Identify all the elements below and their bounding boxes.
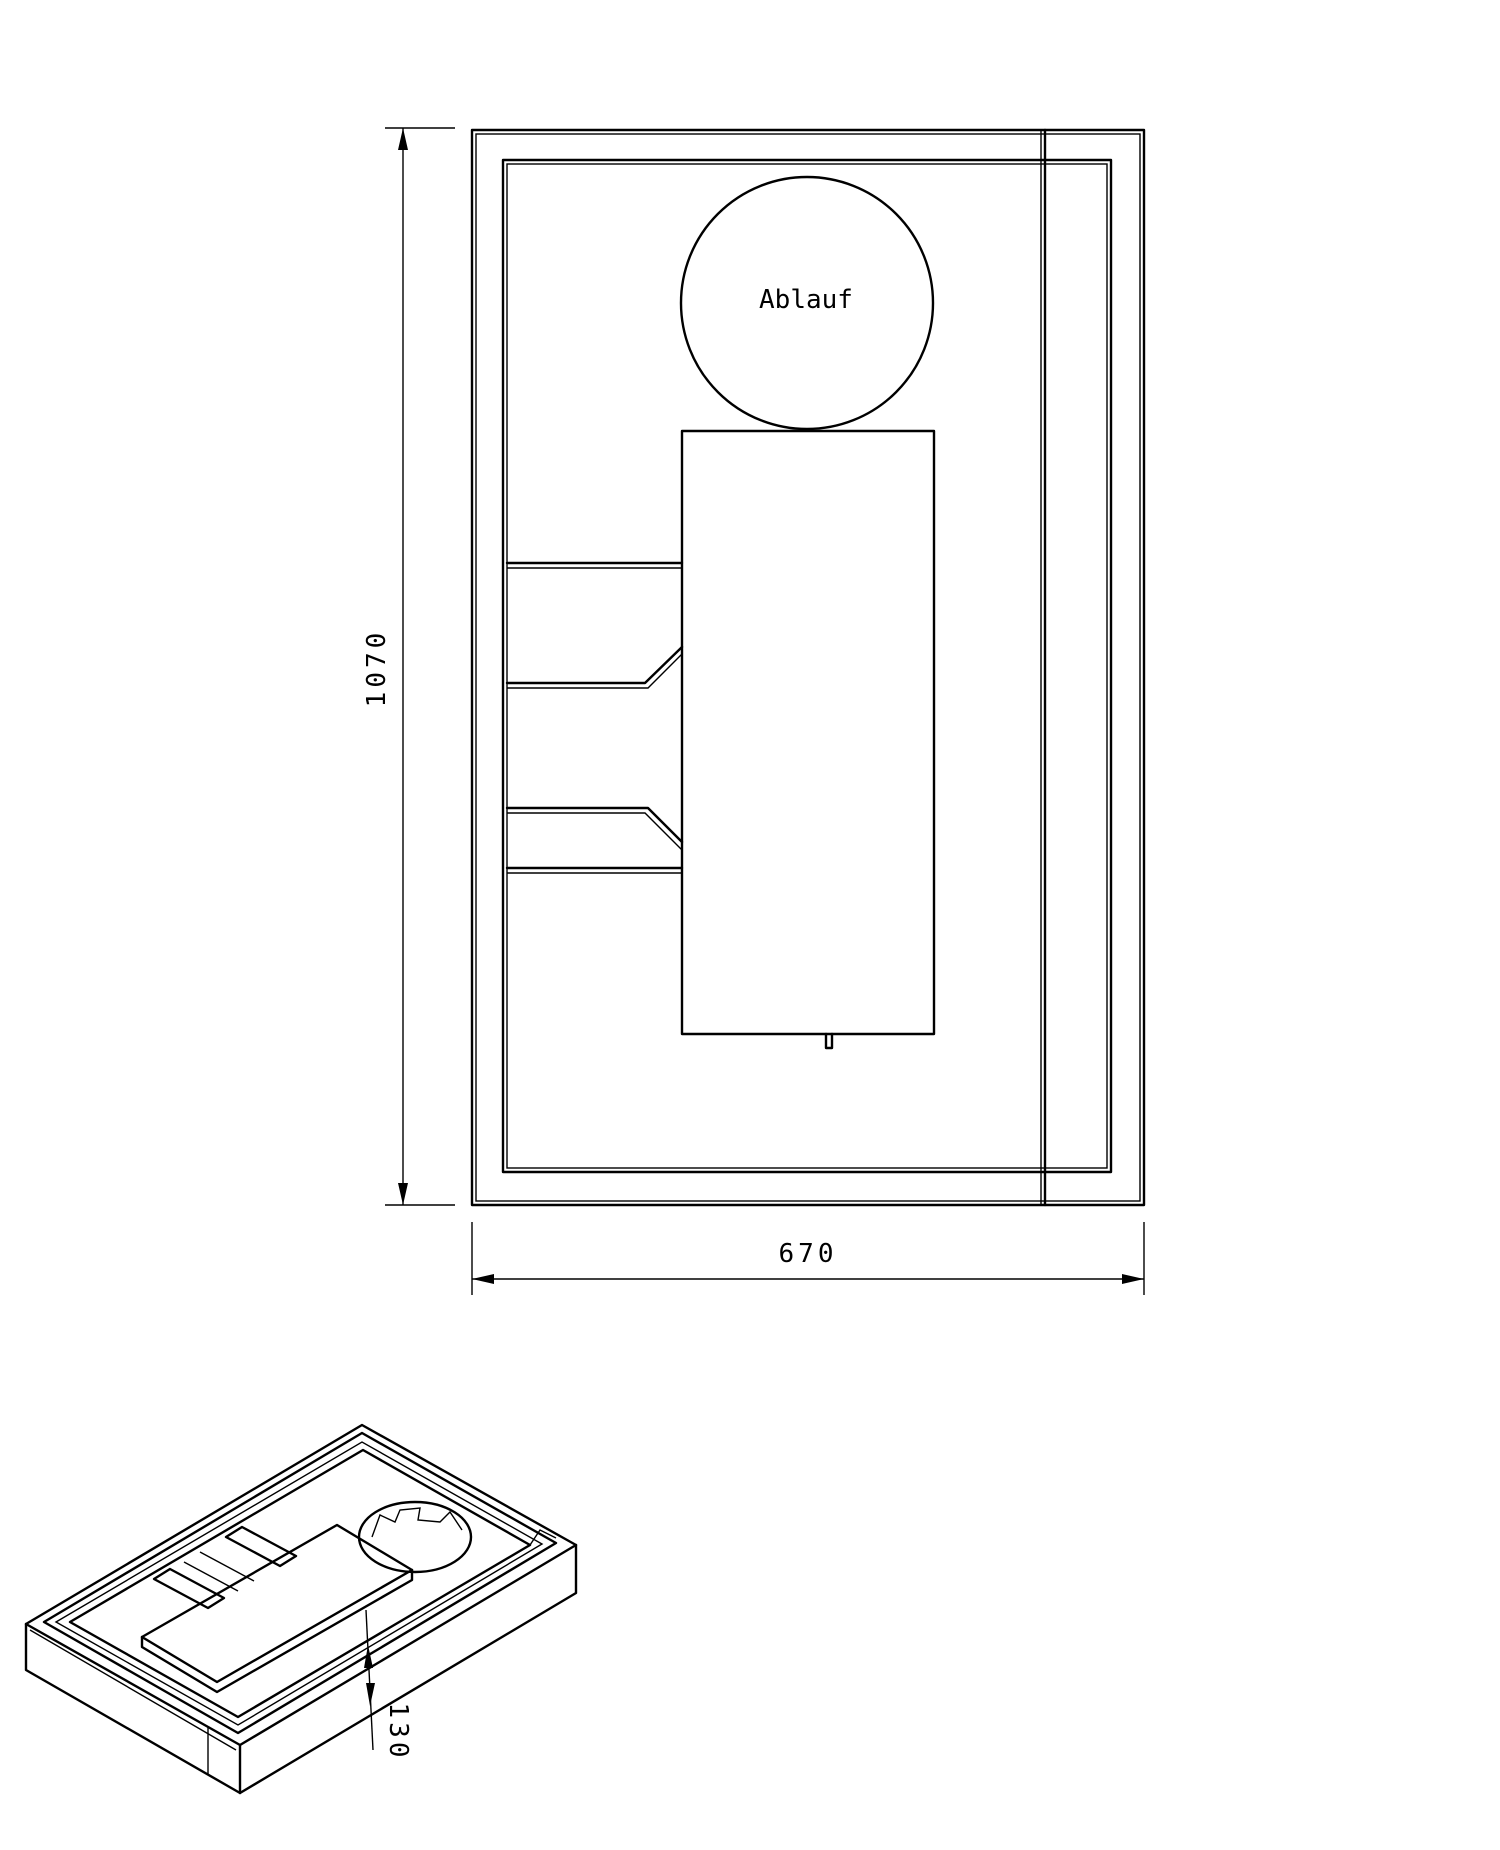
iso-channel-lower [152,1567,226,1610]
dimension-height: 1070 [362,127,455,1206]
iso-rim [42,1431,558,1735]
dimension-width: 670 [471,1222,1145,1295]
drain-circle [679,175,935,431]
channel-upper [505,561,684,689]
depth-dimension-line [365,1609,374,1751]
isometric-view: 130 [24,1423,578,1795]
depth-dimension-label: 130 [383,1703,413,1762]
inner-tray-edge [506,163,1108,1169]
inner-tray [501,158,1113,1174]
iso-channel-upper [224,1525,298,1568]
cover-plate-tab [824,1032,834,1050]
drain-label: Ablauf [759,285,853,315]
height-dimension-label: 1070 [362,629,392,708]
iso-drain [357,1500,473,1574]
iso-right-face [238,1543,578,1795]
cover-plate [680,429,936,1036]
top-view: Ablauf [470,128,1146,1207]
iso-front-face [24,1622,242,1795]
channel-lower [505,806,684,874]
outer-frame [470,128,1146,1207]
outer-frame-inner-edge [475,133,1141,1202]
width-dimension-label: 670 [779,1239,838,1269]
